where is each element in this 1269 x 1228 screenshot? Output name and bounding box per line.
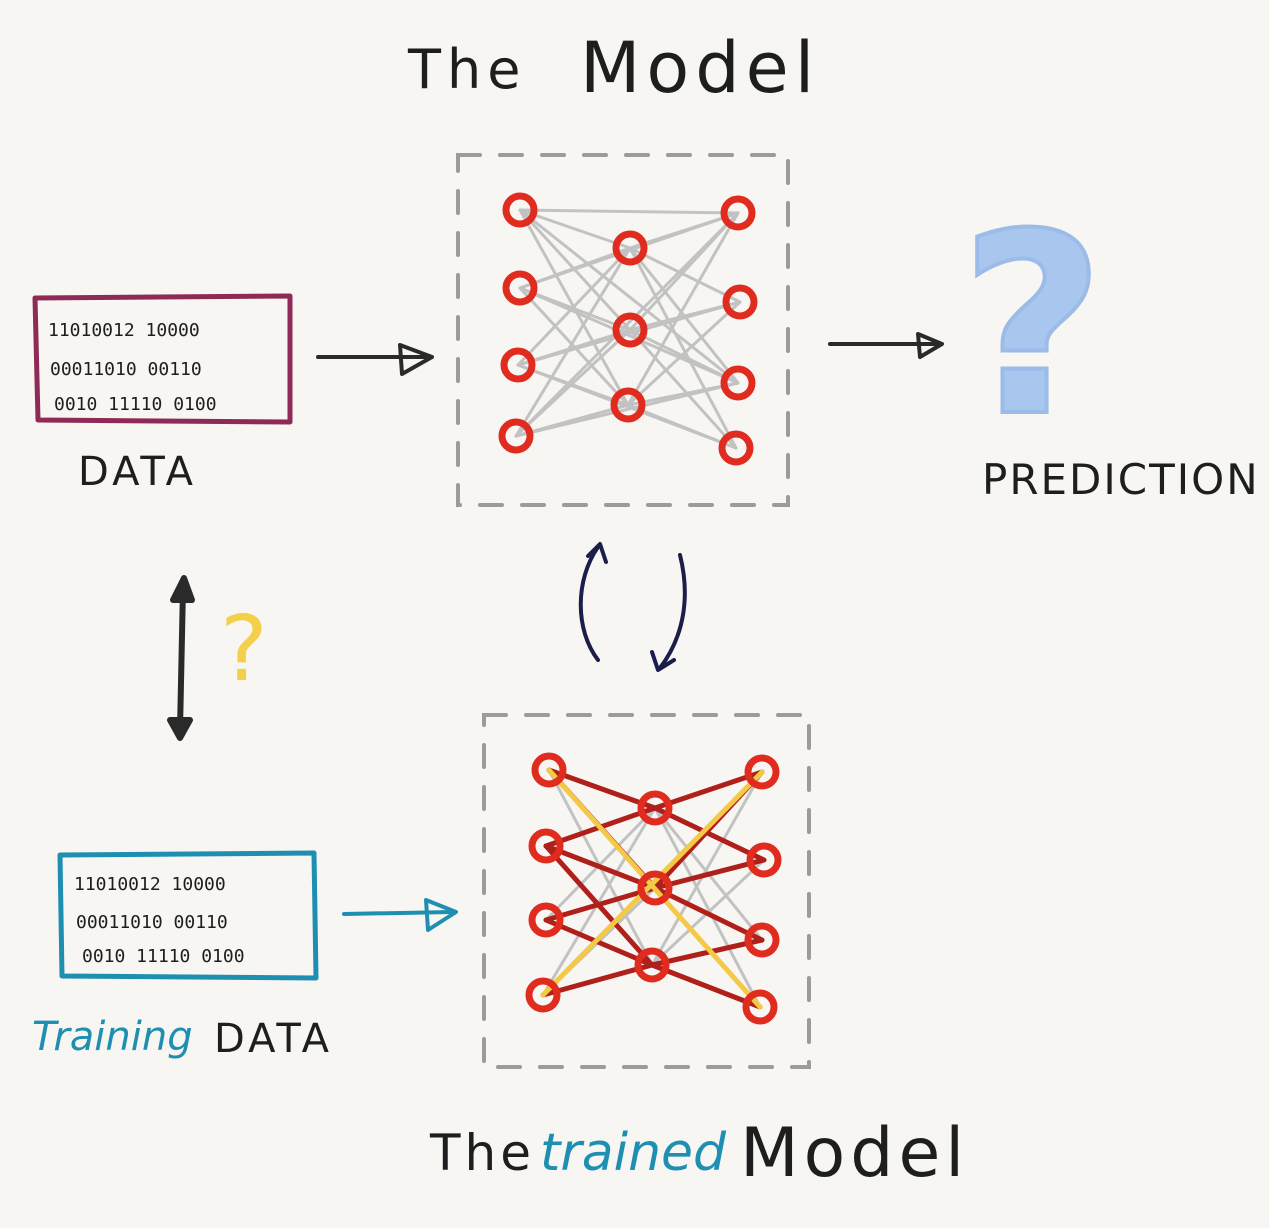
strong-weight	[649, 962, 763, 1010]
network-node	[718, 430, 754, 466]
network-edge	[516, 300, 742, 367]
title-bottom-model: Model	[740, 1114, 969, 1193]
title-bottom-the: The	[429, 1124, 535, 1182]
model-frame-bottom	[482, 713, 811, 1069]
network-node	[498, 418, 534, 454]
network-edge	[626, 300, 742, 407]
training-loop-arrows	[578, 542, 687, 672]
arrow-data-to-model	[316, 343, 434, 376]
title-top-the: The	[407, 38, 526, 101]
strong-weight	[540, 962, 655, 998]
data-relation-arrow	[167, 575, 195, 741]
network-node	[525, 977, 561, 1013]
training-binary-line-1: 11010012 10000	[74, 874, 226, 895]
strong-weight	[652, 857, 767, 891]
network-node	[634, 947, 670, 983]
strong-weight	[652, 805, 767, 863]
strong-weight	[652, 885, 765, 943]
data-label: DATA	[78, 449, 197, 495]
network-node	[528, 828, 564, 864]
network-edge	[628, 246, 738, 450]
arrow-training-to-model	[342, 898, 458, 932]
network-node	[742, 989, 778, 1025]
network-edge	[516, 363, 738, 450]
network-edge	[626, 211, 740, 407]
network-node	[637, 870, 673, 906]
strong-weight	[543, 843, 655, 968]
network-edge	[541, 806, 657, 997]
network-edge	[518, 208, 740, 215]
prediction-question-mark: ?	[960, 180, 1105, 471]
network-edge	[628, 328, 738, 450]
data-binary-line-3: 0010 11110 0100	[54, 394, 217, 415]
training-data-label: Training DATA	[32, 1014, 333, 1062]
strong-weight	[546, 767, 658, 811]
network-node	[744, 754, 780, 790]
data-binary-line-1: 11010012 10000	[48, 320, 200, 341]
network-edge	[518, 208, 632, 250]
training-binary-line-2: 00011010 00110	[76, 912, 228, 933]
strong-weight	[543, 843, 658, 891]
highlight-weight	[546, 767, 763, 1010]
highlight-weight	[540, 769, 765, 998]
network-node	[612, 230, 648, 266]
training-label-word: Training	[32, 1014, 193, 1060]
network-edge	[628, 246, 742, 304]
data-box: 11010012 10000 00011010 00110 0010 11110…	[32, 293, 293, 425]
network-node	[637, 790, 673, 826]
network-edge	[518, 211, 740, 290]
strong-weight	[649, 937, 765, 968]
prediction-label: PREDICTION	[982, 455, 1260, 504]
network-node	[531, 752, 567, 788]
network-node	[612, 312, 648, 348]
network-node	[502, 270, 538, 306]
network-edge	[514, 381, 740, 438]
network-edge	[653, 806, 762, 1009]
title-top: The Model	[407, 27, 820, 109]
network-node	[720, 195, 756, 231]
network-node	[502, 192, 538, 228]
network-node	[500, 347, 536, 383]
network-node	[528, 902, 564, 938]
title-top-model: Model	[580, 27, 820, 109]
network-edge	[518, 286, 740, 385]
network-node	[720, 365, 756, 401]
network-edge	[514, 211, 740, 438]
network-node	[722, 284, 758, 320]
strong-weight	[543, 917, 655, 968]
network-edge	[650, 770, 764, 967]
training-binary-line-3: 0010 11110 0100	[82, 946, 245, 967]
training-data-box: 11010012 10000 00011010 00110 0010 11110…	[57, 850, 319, 981]
network-node	[744, 922, 780, 958]
training-label-data: DATA	[214, 1016, 333, 1062]
top-model-nodes	[498, 192, 758, 466]
data-binary-line-2: 00011010 00110	[50, 359, 202, 380]
network-edge	[514, 246, 632, 438]
relation-question-mark: ?	[220, 597, 268, 702]
top-model-edges	[514, 208, 742, 450]
arrow-model-to-prediction	[828, 332, 944, 359]
title-bottom-trained: trained	[540, 1123, 727, 1183]
title-bottom: The trained Model	[429, 1114, 969, 1193]
model-frame-top	[456, 153, 790, 507]
strong-weight	[652, 769, 765, 811]
bottom-model-highlight-weights	[540, 767, 765, 1010]
network-edge	[518, 208, 740, 385]
bottom-model-nodes	[525, 752, 782, 1025]
network-edge	[544, 806, 657, 922]
network-node	[746, 842, 782, 878]
network-node	[610, 387, 646, 423]
network-edge	[516, 246, 632, 367]
